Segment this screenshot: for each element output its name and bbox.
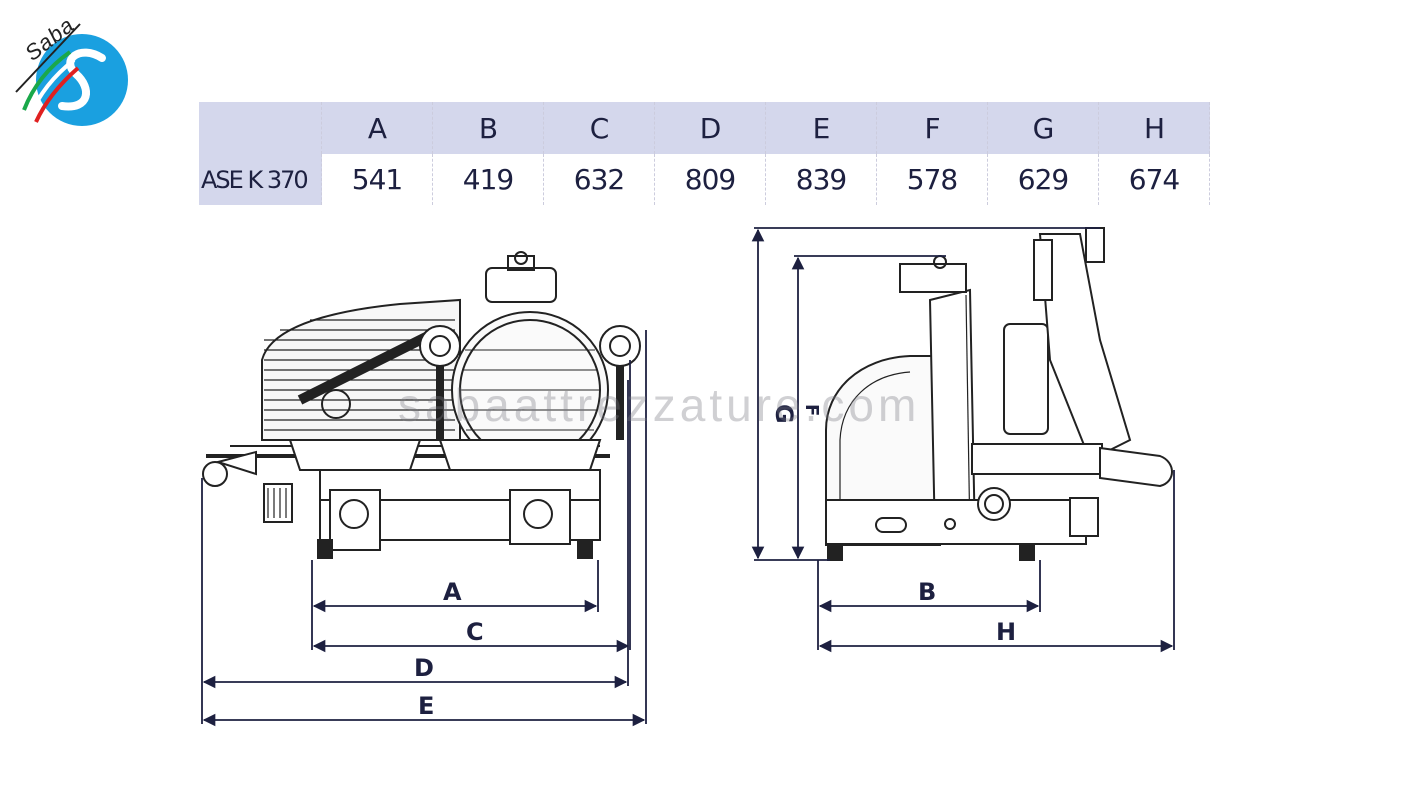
- table-cell: 809: [654, 154, 766, 205]
- column-header: B: [432, 102, 544, 154]
- front-view-slicer: [202, 251, 641, 559]
- dim-label-b: B: [918, 578, 936, 606]
- saba-logo: [15, 23, 128, 126]
- dim-label-d: D: [414, 654, 434, 682]
- logo-green-stripe: [22, 50, 72, 111]
- front-dimensions: [201, 330, 647, 727]
- model-name: ASE K 370: [199, 154, 322, 205]
- dim-label-a: A: [443, 578, 462, 606]
- table-row: ASE K 370 541 419 632 809 839 578 629 67…: [199, 154, 1210, 205]
- table-cell: 419: [432, 154, 544, 205]
- dim-label-c: C: [466, 618, 484, 646]
- side-view-slicer: [825, 227, 1173, 561]
- dim-label-f: F: [801, 404, 822, 416]
- table-cell: 578: [876, 154, 988, 205]
- column-header: A: [321, 102, 433, 154]
- table-cell: 629: [987, 154, 1099, 205]
- side-dimensions: [751, 227, 1175, 653]
- table-cell: 839: [765, 154, 877, 205]
- dim-label-h: H: [996, 618, 1016, 646]
- watermark: sabaattrezzature.com: [398, 379, 921, 431]
- table-corner: [199, 102, 322, 154]
- dim-label-g: G: [770, 404, 798, 424]
- column-header: F: [876, 102, 988, 154]
- table-cell: 674: [1098, 154, 1210, 205]
- logo-red-stripe: [34, 66, 80, 123]
- table-header-row: A B C D E F G H: [199, 102, 1210, 154]
- column-header: E: [765, 102, 877, 154]
- table-cell: 632: [543, 154, 655, 205]
- column-header: C: [543, 102, 655, 154]
- column-header: D: [654, 102, 766, 154]
- dim-label-e: E: [418, 692, 434, 720]
- table-cell: 541: [321, 154, 433, 205]
- column-header: H: [1098, 102, 1210, 154]
- column-header: G: [987, 102, 1099, 154]
- dimensions-table: A B C D E F G H ASE K 370 541 419 632 80…: [199, 102, 1210, 205]
- logo-s-shape: [58, 48, 106, 111]
